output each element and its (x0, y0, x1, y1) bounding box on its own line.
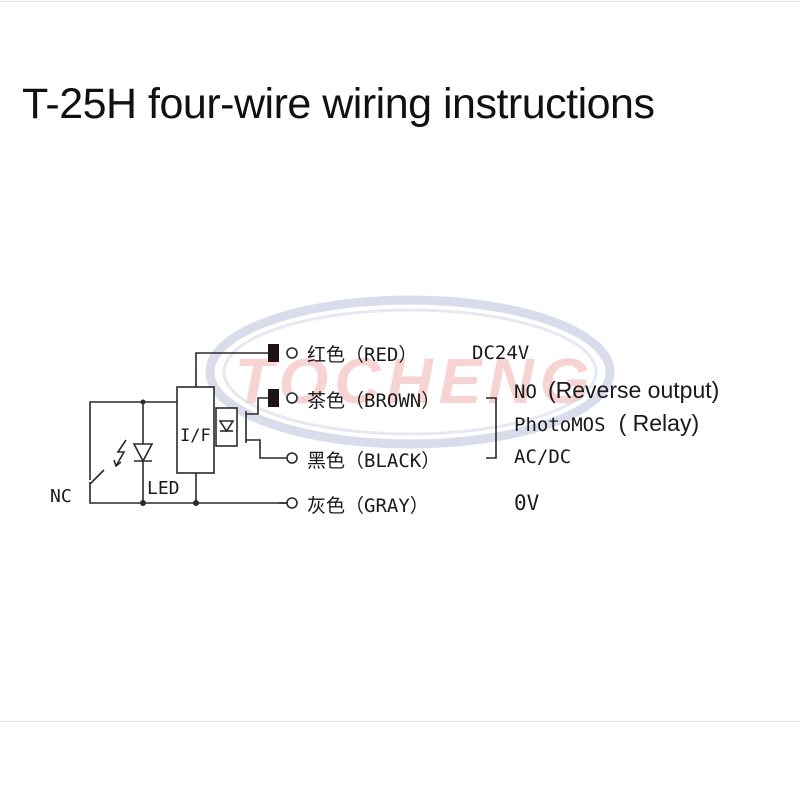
photomos-led-icon (218, 420, 235, 433)
junction-dot (193, 500, 199, 506)
ground-bus-wire (89, 482, 287, 504)
red-terminal-icon (286, 347, 298, 359)
led-label: LED (147, 478, 180, 499)
terminals (286, 347, 298, 509)
output-line-3: AC/DC (514, 446, 571, 468)
brown-terminal-icon (286, 392, 298, 404)
output-mode-code: NO (514, 381, 537, 403)
nc-switch-contact (89, 469, 105, 485)
red-wire (195, 352, 268, 387)
output-line-2: PhotoMOS ( Relay) (514, 410, 699, 436)
output-device-code: PhotoMOS (514, 414, 606, 436)
brown-lead-block (268, 389, 279, 407)
led-light-arrow-head (113, 459, 122, 468)
wire-label-brown: 茶色（BROWN） (307, 390, 440, 412)
relay-output-wire (246, 439, 287, 459)
circuit-wiring (89, 352, 497, 504)
supply-voltage-label: DC24V (472, 342, 529, 364)
led-light-arrow-icon (115, 439, 127, 467)
wire-label-black: 黑色（BLACK） (307, 450, 440, 472)
junction-dot (140, 399, 146, 405)
nc-loop-wire (89, 401, 196, 480)
watermark-ring (205, 295, 615, 449)
output-bracket (486, 397, 497, 459)
wire-label-gray: 灰色（GRAY） (307, 495, 429, 517)
gray-terminal-icon (286, 497, 298, 509)
relay-contact-wire (246, 397, 268, 415)
red-lead-block (268, 344, 279, 362)
output-mode-note: (Reverse output) (548, 377, 719, 403)
ground-voltage-label: 0V (514, 491, 540, 515)
output-line-1: NO (Reverse output) (514, 377, 719, 403)
top-divider (0, 1, 800, 2)
wire-label-red: 红色（RED） (307, 344, 417, 366)
page-title: T-25H four-wire wiring instructions (22, 80, 655, 128)
interface-label: I/F (180, 426, 211, 446)
nc-label: NC (50, 486, 72, 507)
watermark-ring-inner (222, 308, 598, 436)
black-terminal-icon (286, 452, 298, 464)
bottom-divider (0, 721, 800, 722)
output-device-note: ( Relay) (619, 410, 700, 436)
led-diode-icon (132, 443, 154, 463)
junction-dot (140, 500, 146, 506)
